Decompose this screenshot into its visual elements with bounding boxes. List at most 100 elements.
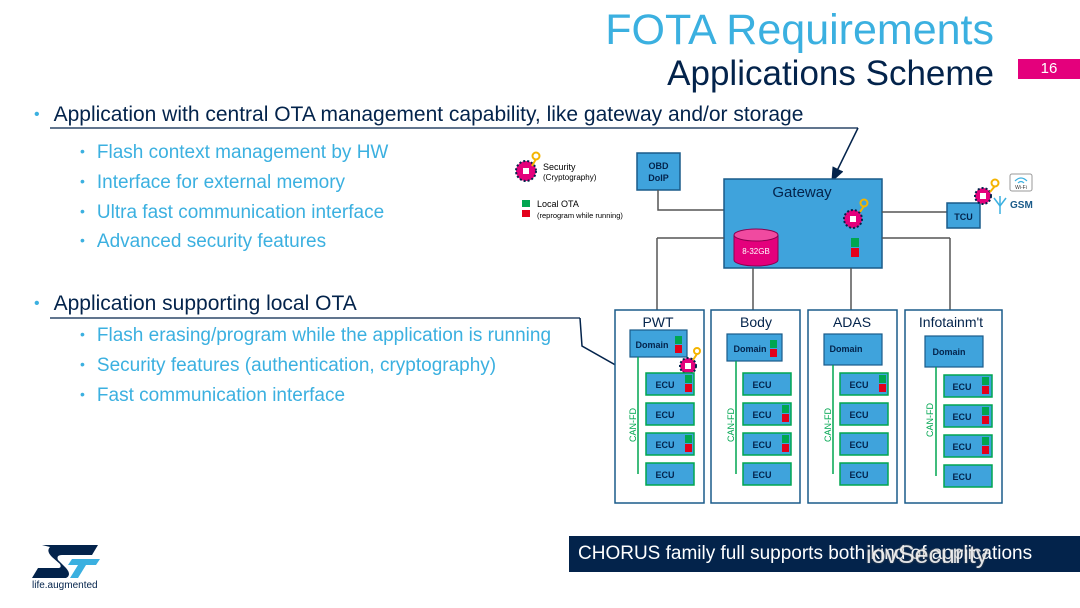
ecu-label: ECU xyxy=(752,410,771,420)
adas-can-fd-label: CAN-FD xyxy=(823,408,833,442)
pwt-ecu-2 xyxy=(645,402,695,426)
section2-list-item: • Flash erasing/program while the applica… xyxy=(80,325,551,347)
footer-banner xyxy=(569,536,1080,572)
section1-list-item: • Interface for external memory xyxy=(80,172,345,194)
gsm-logo: GSM xyxy=(1010,200,1033,211)
doip-label: DoIP xyxy=(648,173,669,183)
legend-security-sub: (Cryptography) xyxy=(543,173,597,182)
bullet-icon: • xyxy=(80,203,85,219)
obd-doip-box xyxy=(636,152,681,191)
adas-ecu-2 xyxy=(839,402,889,426)
infotainment-domain-box xyxy=(924,335,984,368)
pwt-column-title: PWT xyxy=(642,314,674,330)
infotainment-ecu-4 xyxy=(943,464,993,488)
key-icon xyxy=(531,151,541,161)
section1-item-text: Interface for external memory xyxy=(96,172,346,193)
adas-domain-label: Domain xyxy=(829,344,862,354)
pwt-ecu-4 xyxy=(645,462,695,486)
body-ecu-2 xyxy=(742,402,792,426)
infotainment-domain-label: Domain xyxy=(932,347,965,357)
legend-security-title: Security xyxy=(543,162,576,172)
adas-column-title: ADAS xyxy=(833,314,871,330)
adas-ecu-4 xyxy=(839,462,889,486)
bullet-icon: • xyxy=(80,386,85,402)
gateway-ota-green xyxy=(851,238,859,247)
section1-list-item: • Flash context management by HW xyxy=(80,142,388,164)
legend-ota-title: Local OTA xyxy=(537,199,579,209)
wifi-label: Wi-Fi xyxy=(1015,185,1027,191)
ecu-label: ECU xyxy=(952,472,971,482)
page-number-badge: 16 xyxy=(1018,59,1080,79)
tcu-box xyxy=(946,202,981,229)
ecu-label: ECU xyxy=(655,380,674,390)
wifi-icon: Wi-Fi xyxy=(1009,173,1033,192)
st-logo xyxy=(32,545,100,578)
adas-domain-box xyxy=(823,333,883,366)
body-ecu-1 xyxy=(742,372,792,396)
storage-cylinder-icon: 8-32GB xyxy=(733,228,779,267)
infotainment-ecu-1 xyxy=(943,374,993,398)
ecu-label: ECU xyxy=(752,470,771,480)
bullet-icon: • xyxy=(80,143,85,159)
section2-item-text: Security features (authentication, crypt… xyxy=(96,355,497,376)
bullet-icon: • xyxy=(80,173,85,189)
infotainment-column-title: Infotainm't xyxy=(919,314,983,330)
bullet-icon: • xyxy=(34,295,40,312)
legend-ota-sub: (reprogram while running) xyxy=(537,211,623,220)
ecu-label: ECU xyxy=(655,410,674,420)
section2-list-item: • Fast communication interface xyxy=(80,385,345,407)
ecu-label: ECU xyxy=(952,412,971,422)
section1-list-item: • Ultra fast communication interface xyxy=(80,202,384,224)
section1-item-text: Ultra fast communication interface xyxy=(96,202,385,223)
ecu-label: ECU xyxy=(752,380,771,390)
footer-text: CHORUS family full supports both kind of… xyxy=(578,543,1033,564)
tcu-key-icon xyxy=(990,178,1000,188)
gateway-pointer-arrow xyxy=(831,127,859,183)
ecu-label: ECU xyxy=(849,380,868,390)
storage-label: 8-32GB xyxy=(742,247,770,256)
brand-tagline: life.augmented xyxy=(32,580,98,591)
bullet-icon: • xyxy=(80,356,85,372)
ecu-label: ECU xyxy=(655,470,674,480)
ecu-label: ECU xyxy=(849,410,868,420)
section1-heading: Application with central OTA management … xyxy=(53,103,804,126)
infotainment-ecu-3 xyxy=(943,434,993,458)
body-column-title: Body xyxy=(740,314,772,330)
adas-ecu-3 xyxy=(839,432,889,456)
pwt-domain-label: Domain xyxy=(635,340,668,350)
section1-heading-item: • Application with central OTA management… xyxy=(34,103,803,127)
section2-list-item: • Security features (authentication, cryp… xyxy=(80,355,496,377)
section1-item-text: Advanced security features xyxy=(96,231,327,252)
section2-item-text: Fast communication interface xyxy=(96,385,346,406)
section1-list-item: • Advanced security features xyxy=(80,231,326,253)
section2-item-text: Flash erasing/program while the applicat… xyxy=(96,325,552,346)
ecu-label: ECU xyxy=(849,440,868,450)
bullet-icon: • xyxy=(34,106,40,123)
ecu-label: ECU xyxy=(752,440,771,450)
local-ota-legend: Local OTA (reprogram while running) xyxy=(522,199,623,220)
bullet-icon: • xyxy=(80,326,85,342)
section2-heading: Application supporting local OTA xyxy=(53,292,357,315)
ecu-label: ECU xyxy=(952,382,971,392)
bullet-icon: • xyxy=(80,232,85,248)
slide-subtitle: Applications Scheme xyxy=(667,54,994,93)
ota-red-square xyxy=(522,210,530,217)
obd-connector xyxy=(657,190,724,211)
gateway-label: Gateway xyxy=(772,184,832,201)
antenna-icon xyxy=(993,196,1007,214)
pwt-ecu-1 xyxy=(645,372,695,396)
infotainment-can-fd-label: CAN-FD xyxy=(925,403,935,437)
body-domain-label: Domain xyxy=(733,344,766,354)
section1-item-text: Flash context management by HW xyxy=(96,142,389,163)
gateway-ota-red xyxy=(851,248,859,257)
infotainment-ecu-2 xyxy=(943,404,993,428)
ecu-label: ECU xyxy=(952,442,971,452)
ecu-label: ECU xyxy=(655,440,674,450)
adas-ecu-1 xyxy=(839,372,889,396)
body-ecu-4 xyxy=(742,462,792,486)
security-legend: Security (Cryptography) xyxy=(515,151,597,182)
obd-label: OBD xyxy=(649,161,670,171)
pwt-can-fd-label: CAN-FD xyxy=(628,408,638,442)
body-ecu-3 xyxy=(742,432,792,456)
